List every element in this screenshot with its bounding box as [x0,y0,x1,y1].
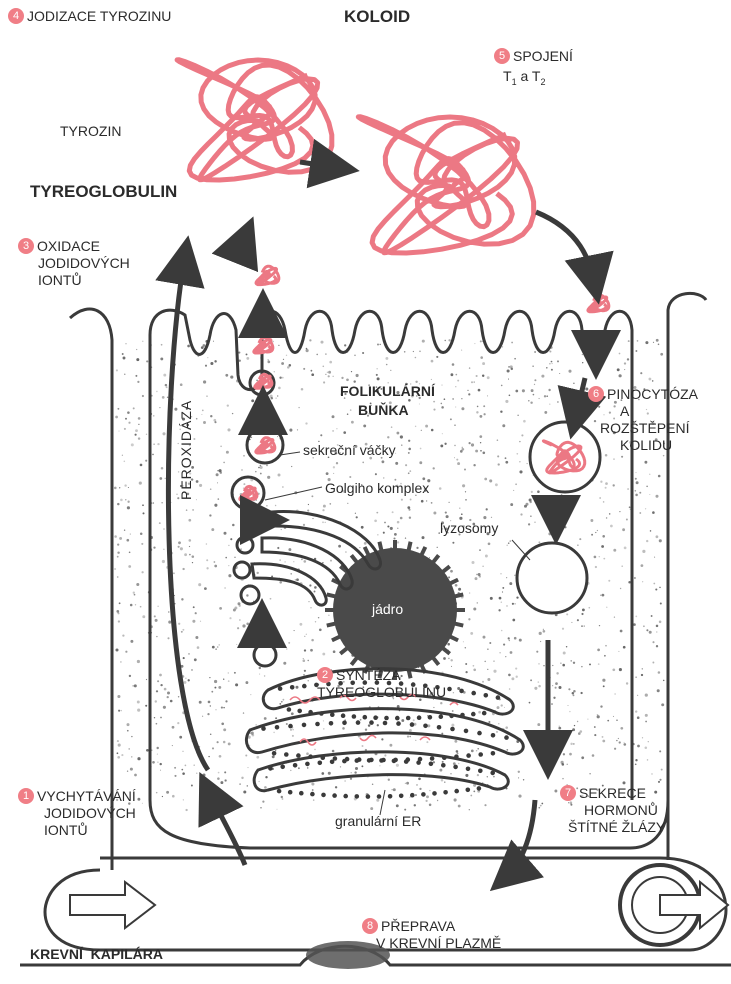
sekrecni-vacky-label: sekreční váčky [303,442,396,459]
bunka-label: BUŇKA [358,402,409,419]
step-2-line-2: TYREOGLOBULINU [317,684,446,701]
step-7-text-1: SEKRECE [579,785,646,801]
granularni-er-label: granulární ER [335,813,421,830]
step-1-text-1: VYCHYTÁVÁNÍ [37,788,136,804]
step-6-text-1: PINOCYTÓZA [607,386,698,402]
step-7-line-3: ŠTÍTNÉ ŽLÁZY [560,819,665,836]
tyreoglobulin-strand [256,266,279,284]
step-6-line-4: KOLIDU [588,437,698,454]
tyreoglobulin-strand [256,438,275,453]
secretory-vesicles [232,371,283,509]
arrow-uptake [208,790,245,865]
folikularni-label: FOLIKULÁRNÍ [340,383,435,400]
tyreoglobulin-strand [588,295,609,312]
leader-er [380,790,385,815]
step-6-line-3: ROZŠTĚPENÍ [588,420,698,437]
arrow-pinocytosis-2 [575,378,585,420]
step-6-line-2: A [588,403,698,420]
apical-membrane [70,293,706,800]
step-1-badge: 1 [18,788,34,804]
step-3-line-3: IONTŮ [18,272,130,289]
krevni-kapilara-label: KREVNÍ KAPILÁRA [30,946,163,963]
step-8-badge: 8 [362,918,378,934]
golgi-vesicle-4 [241,586,259,604]
step-7-line-2: HORMONŮ [560,802,665,819]
golgi-vesicle-1 [250,515,266,531]
step-8-line-2: V KREVNÍ PLAZMĚ [362,935,501,952]
transport-vesicle [254,644,276,666]
tyrozin-label: TYROZIN [60,123,121,140]
golgi-vesicle-3 [234,562,250,578]
step-2-badge: 2 [317,667,333,683]
peroxidaza-label: PEROXIDÁZA [178,400,194,500]
tyreoglobulin-strand [358,117,533,253]
lysosome [517,543,587,613]
tyreoglobulin-strand [240,486,257,500]
arrow-exocytosis-up [240,235,246,250]
step-4-text: JODIZACE TYROZINU [27,8,171,24]
step-7-badge: 7 [560,785,576,801]
koloid-label: KOLOID [344,8,410,25]
step-8-text-1: PŘEPRAVA [381,918,455,934]
step-2-text-1: SYNTÉZA [336,667,401,683]
jadro-label: jádro [372,601,403,618]
step-1-line-3: IONTŮ [18,822,136,839]
leader-lyzosomy [512,540,530,560]
step-5-text: SPOJENÍ [513,48,573,64]
step-3-badge: 3 [18,238,34,254]
arrow-coil-transfer [300,162,340,168]
t2-index: 2 [540,77,545,87]
arrow-to-blood [505,800,535,878]
golgiho-komplex-label: Golgiho komplex [325,480,429,497]
step-3-text-1: OXIDACE [37,238,100,254]
t-symbol: T [503,68,512,84]
tyreoglobulin-strand [255,374,272,388]
and-word: a [517,68,532,84]
flow-arrow-left [70,882,155,928]
flow-arrow-right [660,882,728,928]
step-5-badge: 5 [494,48,510,64]
leader-golgi [265,487,322,500]
step-4-badge: 4 [8,8,24,24]
step-5-formula: T1 a T2 [503,68,545,91]
step-1-line-2: JODIDOVÝCH [18,805,136,822]
golgi-vesicle-2 [237,537,253,553]
tyreoglobulin-label: TYREOGLOBULIN [30,183,177,200]
step-6-badge: 6 [588,386,604,402]
lyzosomy-label: lyzosomy [440,520,498,537]
step-3-line-2: JODIDOVÝCH [18,255,130,272]
arrow-to-apex [536,212,595,285]
er-tyreoglobulin [290,695,458,746]
